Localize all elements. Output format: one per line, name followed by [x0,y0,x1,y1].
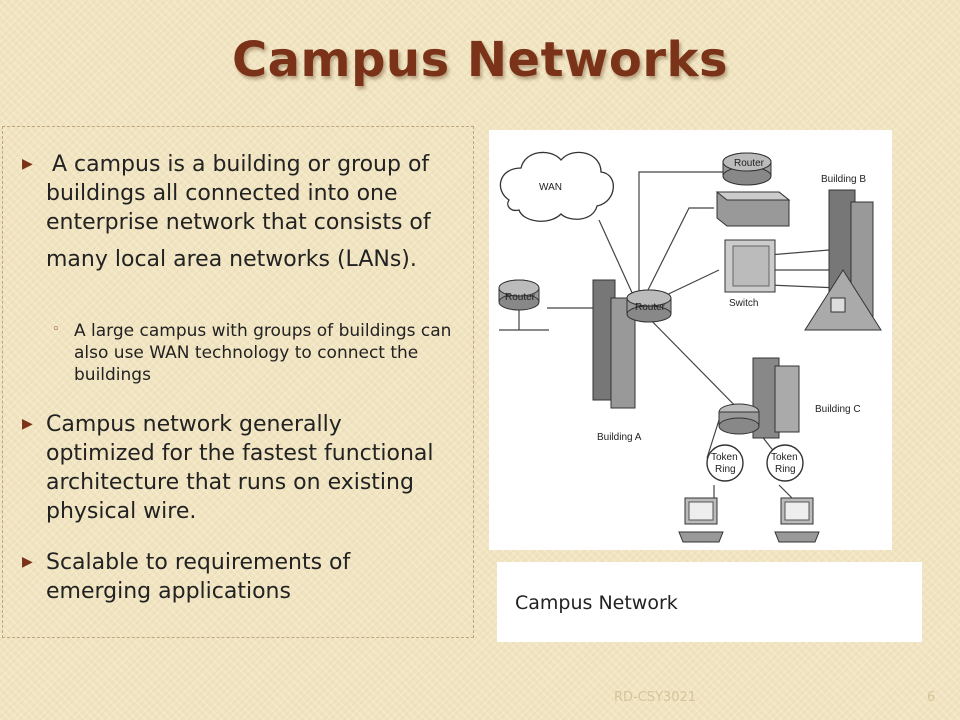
router-icon: Router [626,289,672,323]
bullet-text: A campus is a building or group of build… [46,152,431,235]
workstation-icon [678,497,724,543]
bullet-scalable: ▶ Scalable to requirements of emerging a… [22,548,452,606]
sub-bullet-circle-icon: ◦ [52,322,60,337]
router-left-label: Router [505,292,536,303]
building-icon: Building C [718,357,861,439]
bullet-optimized: ▶ Campus network generally optimized for… [22,410,452,526]
network-diagram-svg: WAN Router Switch Building B [498,151,882,543]
switch-icon [715,191,791,227]
content-text-box [2,126,474,638]
router-icon: Router [498,279,540,311]
sub-bullet-text: A large campus with groups of buildings … [74,321,452,385]
switch-icon: Switch [724,239,776,309]
workstation-icon [774,497,820,543]
figure-caption-box: Campus Network [497,562,922,642]
token-ring-1-line2: Ring [715,464,736,475]
bullet-campus-definition: ▶ A campus is a building or group of bui… [22,150,462,274]
cloud-icon: WAN [499,151,614,222]
token-ring-icon: Token Ring [766,444,804,482]
page-number: 6 [927,690,936,705]
bullet-text-continued: many local area networks (LANs). [46,247,417,272]
token-ring-icon: Token Ring [706,444,744,482]
building-c-label: Building C [815,404,861,415]
building-icon: Building B [804,174,882,331]
building-a-label: Building A [597,432,642,443]
bullet-text: Campus network generally optimized for t… [46,412,434,524]
router-center-label: Router [635,302,666,313]
token-ring-2-line1: Token [771,452,798,463]
token-ring-2-line2: Ring [775,464,796,475]
figure-caption: Campus Network [515,592,678,614]
slide-title: Campus Networks [231,32,729,88]
wan-label: WAN [539,182,562,193]
router-top-label: Router [734,158,765,169]
router-icon: Router [722,152,772,186]
token-ring-1-line1: Token [711,452,738,463]
bullet-text: Scalable to requirements of emerging app… [46,550,351,604]
slide-footer: RD-CSY3021 [614,690,697,705]
sub-bullet-wan: ◦ A large campus with groups of building… [52,320,452,386]
switch-label: Switch [729,298,758,309]
bullet-arrow-icon: ▶ [22,156,33,172]
bullet-arrow-icon: ▶ [22,554,33,570]
building-icon: Building A [592,279,642,443]
bullet-arrow-icon: ▶ [22,416,33,432]
building-b-label: Building B [821,174,866,185]
campus-network-diagram: WAN Router Switch Building B [489,130,892,550]
